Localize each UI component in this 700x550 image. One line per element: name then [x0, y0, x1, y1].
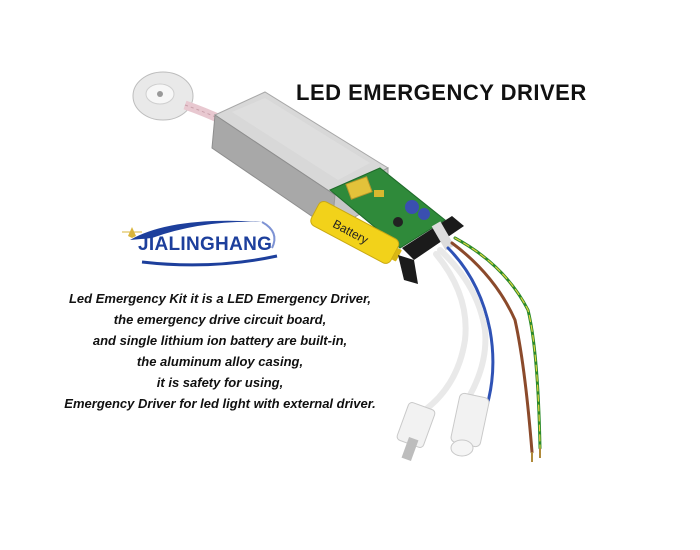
description-line: Emergency Driver for led light with exte… [64, 396, 376, 411]
circuit-board-image [329, 167, 446, 249]
dc-plug-male-image [396, 402, 436, 462]
description-line: and single lithium ion battery are built… [92, 333, 348, 348]
description-line: it is safety for using, [156, 375, 284, 390]
product-description: Led Emergency Kit it is a LED Emergency … [40, 288, 400, 414]
end-cap-image [398, 216, 464, 284]
description-line: the emergency drive circuit board, [113, 312, 327, 327]
aluminum-casing-image [211, 91, 390, 231]
wires-image [422, 236, 542, 454]
sensor-disc-image [132, 71, 194, 121]
description-line: Led Emergency Kit it is a LED Emergency … [68, 291, 371, 306]
logo-swoosh-icon [122, 220, 278, 267]
dc-plug-female-image [450, 392, 490, 457]
page-title: LED EMERGENCY DRIVER [296, 80, 587, 105]
brand-logo: JIALINGHANG [112, 212, 302, 274]
description-line: the aluminum alloy casing, [136, 354, 304, 369]
brand-name: JIALINGHANG [138, 234, 273, 255]
battery-image: Battery [310, 201, 402, 264]
